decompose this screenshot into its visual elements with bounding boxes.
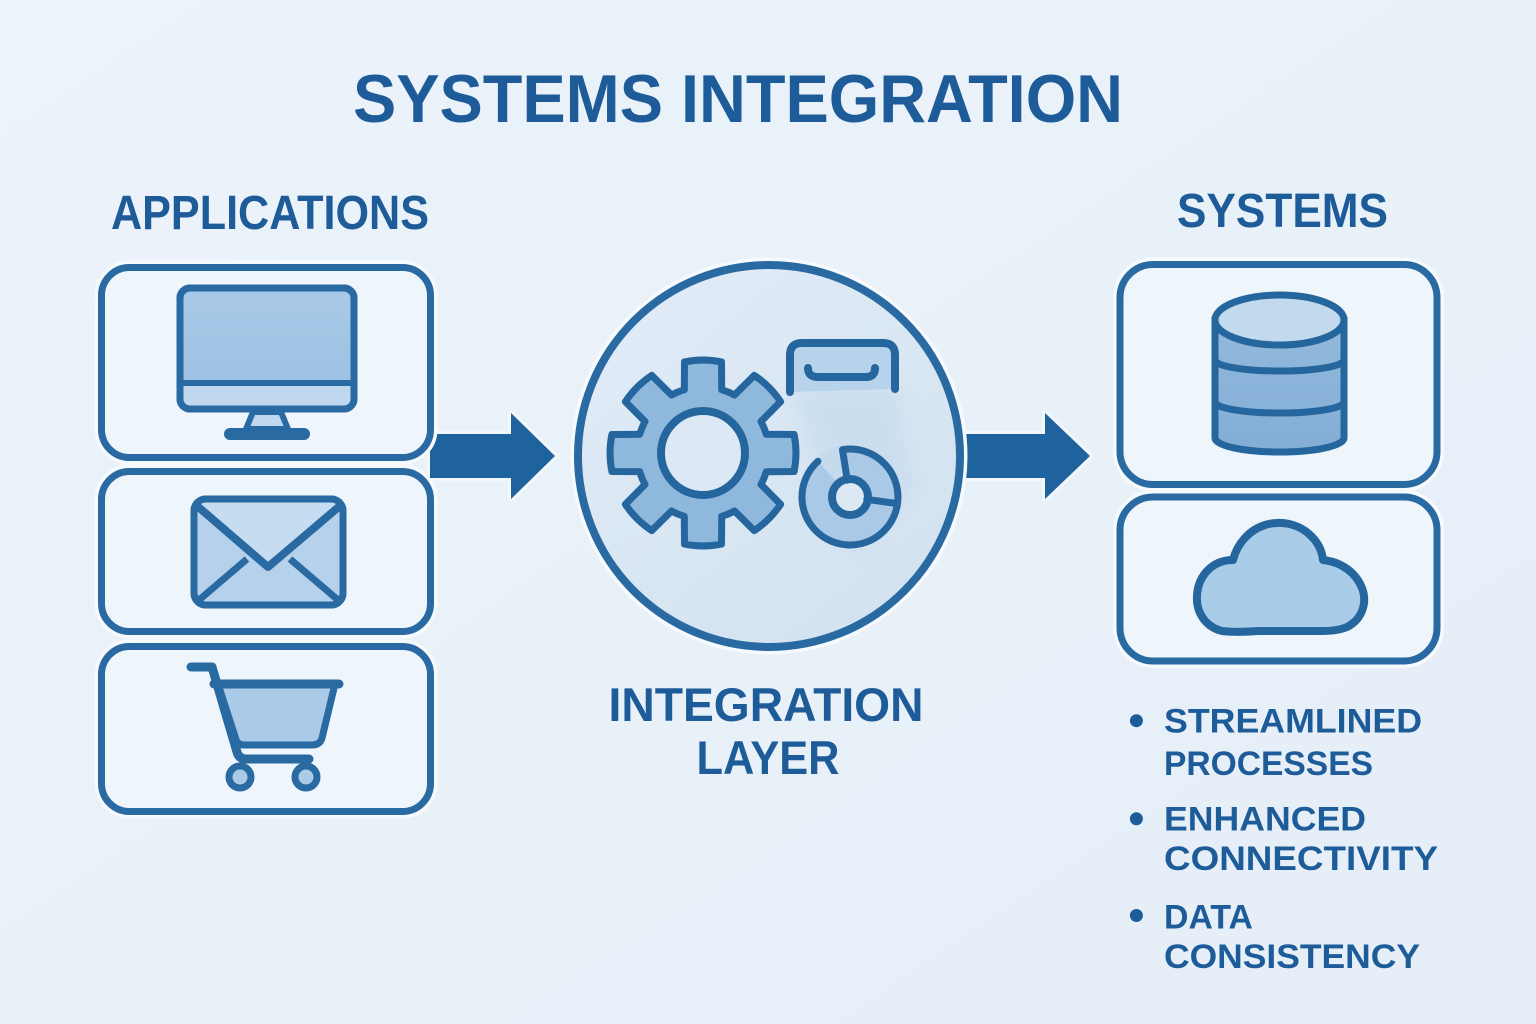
svg-text:APPLICATIONS: APPLICATIONS bbox=[111, 187, 429, 240]
svg-text:SYSTEMS INTEGRATION: SYSTEMS INTEGRATION bbox=[353, 61, 1123, 137]
svg-text:CONNECTIVITY: CONNECTIVITY bbox=[1164, 840, 1438, 878]
svg-text:CONSISTENCY: CONSISTENCY bbox=[1164, 938, 1420, 976]
svg-text:INTEGRATION: INTEGRATION bbox=[609, 678, 924, 731]
svg-text:STREAMLINED: STREAMLINED bbox=[1164, 703, 1422, 741]
svg-text:ENHANCED: ENHANCED bbox=[1164, 801, 1366, 839]
svg-text:SYSTEMS: SYSTEMS bbox=[1177, 185, 1388, 238]
svg-text:PROCESSES: PROCESSES bbox=[1164, 745, 1373, 783]
svg-text:DATA: DATA bbox=[1164, 899, 1253, 937]
svg-text:LAYER: LAYER bbox=[697, 731, 840, 784]
